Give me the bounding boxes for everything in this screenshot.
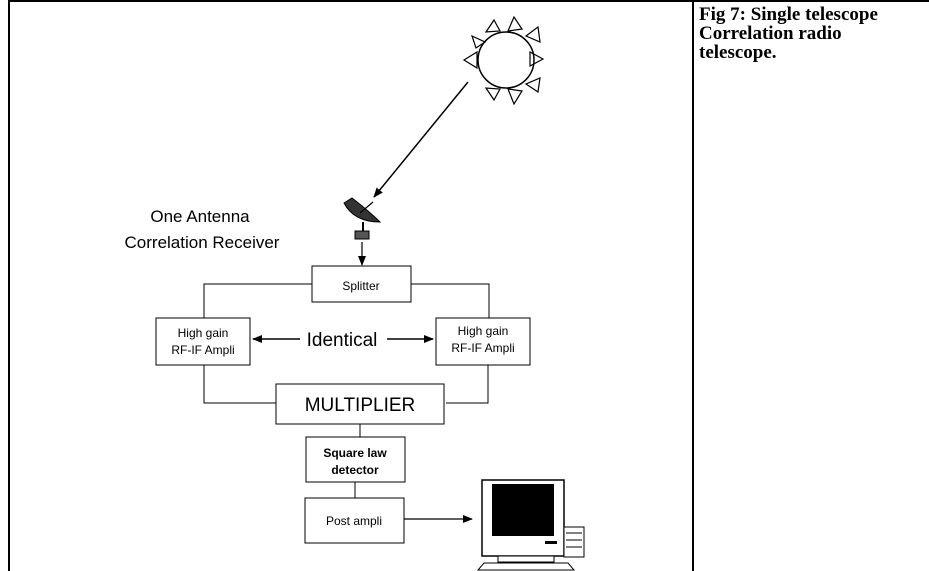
column-divider bbox=[692, 0, 694, 571]
antenna-label-line2: Correlation Receiver bbox=[125, 233, 280, 252]
split-line-right bbox=[411, 283, 490, 318]
satellite-dish-icon bbox=[343, 197, 382, 240]
left-border bbox=[8, 0, 10, 571]
amp-right-to-multiplier bbox=[446, 365, 489, 404]
identical-label: Identical bbox=[307, 330, 378, 351]
post-ampli-label: Post ampli bbox=[326, 514, 382, 528]
amp-left-to-multiplier bbox=[203, 365, 276, 404]
amplifier-right-line1: High gain bbox=[458, 324, 509, 338]
amplifier-right-box bbox=[435, 317, 531, 366]
sun-icon bbox=[462, 15, 545, 106]
splitter-label: Splitter bbox=[342, 279, 379, 293]
amplifier-left-box bbox=[155, 317, 251, 366]
amplifier-left-line2: RF-IF Ampli bbox=[171, 343, 234, 357]
post-ampli-box bbox=[304, 497, 405, 544]
multiplier-box bbox=[275, 383, 445, 425]
signal-arrow bbox=[373, 81, 469, 198]
amplifier-right-line2: RF-IF Ampli bbox=[451, 341, 514, 355]
figure-caption: Fig 7: Single telescope Correlation radi… bbox=[699, 4, 878, 63]
detector-line2: detector bbox=[331, 463, 379, 477]
split-line-left bbox=[203, 283, 312, 318]
computer-icon bbox=[476, 479, 585, 571]
detector-line1: Square law bbox=[323, 446, 387, 460]
multiplier-label: MULTIPLIER bbox=[305, 395, 416, 416]
top-border bbox=[8, 0, 929, 2]
amplifier-left-line1: High gain bbox=[178, 326, 229, 340]
antenna-label-line1: One Antenna bbox=[150, 207, 250, 226]
